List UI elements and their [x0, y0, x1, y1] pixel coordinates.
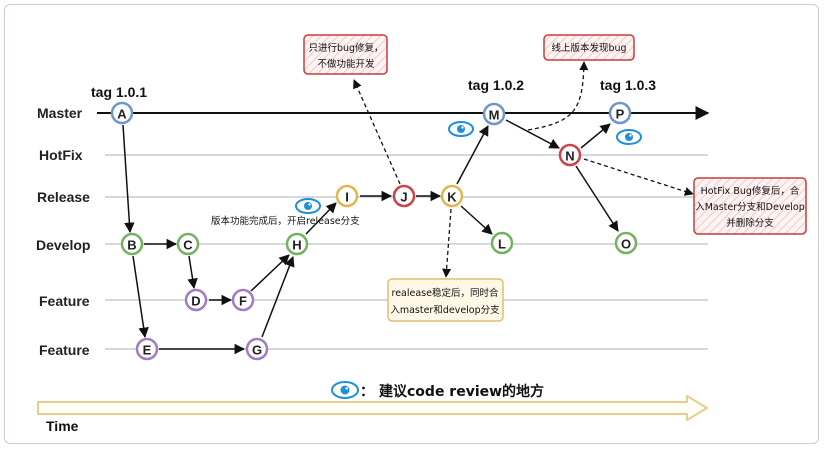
lane-label-hotfix: HotFix — [39, 147, 83, 163]
note-bugfix-only: 只进行bug修复， 不做功能开发 — [303, 34, 388, 75]
node-b[interactable]: B — [120, 232, 144, 256]
svg-text:A: A — [117, 107, 127, 122]
svg-text:线上版本发现bug: 线上版本发现bug — [551, 42, 626, 54]
tag-label-1-0-2: tag 1.0.2 — [468, 77, 524, 93]
note-hotfix-merge: HotFix Bug修复后，合 入Master分支和Develop 并删除分支 — [693, 177, 807, 235]
node-p[interactable]: P — [608, 101, 632, 125]
legend-text: 建议code review的地方 — [379, 383, 544, 400]
eye-icon — [331, 381, 359, 399]
node-o[interactable]: O — [614, 231, 638, 255]
connector-k-to-note — [442, 208, 452, 278]
edge-c-d — [187, 255, 198, 290]
lane-label-develop: Develop — [36, 237, 90, 253]
node-i[interactable]: I — [335, 184, 359, 208]
svg-text:D: D — [191, 294, 200, 309]
edge-h-i — [305, 202, 337, 235]
eye-icon — [616, 129, 642, 145]
diagram-frame — [4, 4, 819, 444]
lane-label-master: Master — [37, 105, 83, 121]
svg-text:E: E — [143, 343, 152, 358]
node-k[interactable]: K — [440, 184, 464, 208]
edge-a-b — [122, 124, 135, 234]
svg-text:L: L — [498, 237, 506, 252]
edge-g-h — [261, 256, 295, 338]
note-online-bug: 线上版本发现bug — [543, 34, 635, 61]
svg-text:J: J — [400, 190, 407, 205]
svg-text:I: I — [345, 190, 349, 205]
edge-f-h — [250, 254, 290, 292]
eye-icon — [295, 198, 321, 214]
tag-label-1-0-3: tag 1.0.3 — [600, 77, 656, 93]
svg-text:HotFix Bug修复后，合: HotFix Bug修复后，合 — [701, 185, 800, 197]
svg-text:并删除分支: 并删除分支 — [726, 217, 774, 229]
svg-text:K: K — [447, 190, 457, 205]
node-j[interactable]: J — [392, 184, 416, 208]
node-m[interactable]: M — [482, 102, 506, 126]
connector-n-to-note — [583, 158, 694, 196]
svg-text:realease稳定后，同时合: realease稳定后，同时合 — [392, 287, 499, 299]
legend: ： 建议code review的地方 — [331, 381, 544, 400]
edge-k-m — [456, 125, 489, 185]
svg-text:M: M — [489, 108, 500, 123]
svg-text:O: O — [621, 237, 631, 252]
edge-k-l — [460, 205, 493, 235]
annotation-feature-done: 版本功能完成后，开启release分支 — [211, 215, 360, 227]
legend-colon: ： — [360, 384, 374, 400]
connector-m-to-note — [527, 61, 589, 131]
note-connectors — [353, 61, 694, 278]
connector-j-to-note — [353, 79, 401, 185]
lane-label-release: Release — [37, 189, 90, 205]
node-a[interactable]: A — [110, 101, 134, 125]
svg-text:B: B — [127, 238, 136, 253]
note-release-merge: realease稳定后，同时合 入master和develop分支 — [387, 278, 504, 322]
svg-text:P: P — [616, 107, 625, 122]
node-e[interactable]: E — [135, 337, 159, 361]
tag-label-1-0-1: tag 1.0.1 — [91, 84, 147, 100]
node-d[interactable]: D — [184, 288, 208, 312]
svg-text:只进行bug修复，: 只进行bug修复， — [308, 42, 383, 54]
svg-text:G: G — [252, 343, 262, 358]
commit-nodes: A B C D E F G H I J K L M N O P — [110, 101, 638, 361]
node-l[interactable]: L — [490, 231, 514, 255]
eye-icon — [448, 121, 474, 137]
lane-label-feature-2: Feature — [39, 342, 90, 358]
node-n[interactable]: N — [558, 143, 582, 167]
lane-label-feature-1: Feature — [39, 293, 90, 309]
svg-text:N: N — [565, 149, 574, 164]
svg-text:入master和develop分支: 入master和develop分支 — [390, 304, 500, 316]
time-arrow — [37, 395, 708, 421]
edge-m-n — [505, 119, 560, 149]
node-g[interactable]: G — [245, 337, 269, 361]
node-f[interactable]: F — [231, 288, 255, 312]
time-label: Time — [46, 418, 79, 434]
svg-text:C: C — [183, 238, 193, 253]
svg-text:入Master分支和Develop: 入Master分支和Develop — [695, 201, 805, 213]
node-h[interactable]: H — [285, 232, 309, 256]
commit-edges — [122, 119, 619, 355]
node-c[interactable]: C — [176, 232, 200, 256]
svg-text:H: H — [292, 238, 301, 253]
svg-text:不做功能开发: 不做功能开发 — [317, 58, 375, 70]
edge-b-e — [132, 255, 149, 339]
edge-n-o — [575, 165, 619, 232]
edge-n-p — [580, 123, 611, 149]
svg-text:F: F — [239, 294, 247, 309]
